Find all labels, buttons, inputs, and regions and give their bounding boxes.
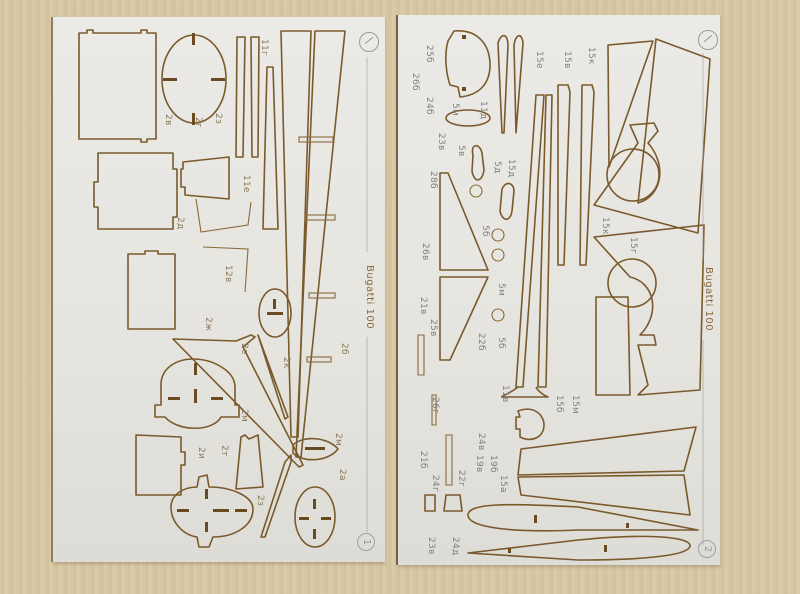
part-label: 19в [474,455,484,473]
right-sheet-cut-lines [417,30,711,561]
part-label: 12в [223,265,233,283]
part-label: 24д [450,537,460,556]
part-label: 5д [492,161,502,174]
left-sheet-cut-lines [78,29,368,548]
part-label: 2з [213,113,223,125]
part-label: 25б [424,45,434,63]
part-label: 15в [562,51,572,69]
part-label: 11г [259,39,269,57]
part-label: 15д [506,159,516,178]
part-label: 15г [628,237,638,255]
part-label: 2и [196,447,206,460]
part-label: 11д [478,101,488,120]
part-label: 28б [428,171,438,189]
part-label: 15е [534,51,544,69]
part-label: 23в [436,133,446,151]
part-label: 11е [241,175,251,193]
part-label: 2з [255,495,265,507]
part-label: 2г [193,117,203,129]
part-label: 2м [333,433,343,447]
part-label: 24в [476,433,486,451]
part-label: 26в [420,243,430,261]
part-label: 2к [281,357,291,369]
part-label: 19б [488,455,498,473]
part-label: 2в [163,114,173,126]
part-label: 15б [554,395,564,413]
part-label: 15к [600,217,610,235]
part-label: 5в [456,145,466,157]
brand-logo-icon [698,30,718,50]
part-label: 2т [219,445,229,457]
part-label: 26г [430,397,440,415]
part-label: 2е [239,343,249,355]
part-label: 24г [430,475,440,493]
parts-sheet-left: 11г 2в 2г 2з 11е 2д 12в 2ж 2е 2к 2б 2м 2… [53,17,385,562]
model-title: Bugatti 100 [364,265,375,330]
part-label: 5б [496,337,506,349]
parts-sheet-right: 25б 26б 24б 11д 5м 23в 5в 15д 28б 5д 5б … [398,15,720,565]
sheet-number: 1 [357,533,375,551]
part-label: 26б [410,73,420,91]
part-label: 21в [418,297,428,315]
part-label: 25в [428,319,438,337]
part-label: 2ж [203,317,213,332]
part-label: 15м [570,395,580,415]
part-label: 15к [586,47,596,65]
brand-logo-icon [359,32,379,52]
model-title: Bugatti 100 [703,267,714,332]
part-label: 5б [480,225,490,237]
part-label: 5м [450,103,460,117]
part-label: 23в [426,537,436,555]
part-label: 5м [496,283,506,297]
part-label: 11в [500,385,510,403]
part-label: 2д [175,217,185,230]
part-label: 22г [456,470,466,488]
part-label: 2б [339,343,349,355]
part-label: 2а [337,469,347,481]
part-label: 24б [424,97,434,115]
part-label: 22б [476,333,486,351]
part-label: 2м [239,409,249,423]
sheet-number: 2 [698,540,716,558]
part-label: 21б [418,451,428,469]
part-label: 15а [498,475,508,493]
